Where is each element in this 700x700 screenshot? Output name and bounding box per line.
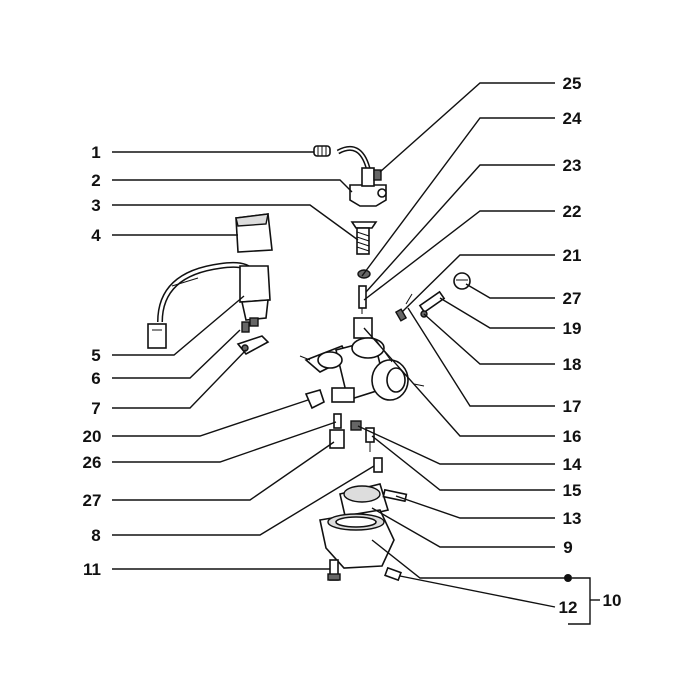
- callout-11: 11: [83, 560, 101, 579]
- part-25-screw: [373, 169, 382, 181]
- callout-15: 15: [563, 481, 582, 500]
- part-20-lever: [304, 389, 325, 410]
- callout-7: 7: [91, 399, 100, 418]
- part-3-spring: [350, 221, 378, 255]
- callout-21: 21: [563, 246, 582, 265]
- callout-12: 12: [559, 598, 578, 617]
- part-11-drain-screw: [327, 559, 341, 581]
- part-27-jet-holder: [329, 429, 345, 449]
- callout-19: 19: [563, 319, 582, 338]
- part-18-19-idle-screw: [418, 290, 446, 318]
- callout-8: 8: [91, 526, 100, 545]
- callout-9: 9: [563, 538, 572, 557]
- callout-2: 2: [91, 171, 100, 190]
- part-15-screw: [365, 427, 375, 452]
- carburetor-body: [299, 317, 425, 403]
- part-10-float-bowl: [319, 509, 395, 569]
- part-8-valve: [373, 457, 383, 473]
- part-12-screw: [384, 566, 402, 582]
- callout-17: 17: [563, 397, 582, 416]
- part-26-jet: [333, 413, 342, 429]
- leader-lines: [112, 82, 600, 625]
- callout-18: 18: [563, 355, 582, 374]
- part-17-jet: [405, 293, 413, 305]
- callout-16: 16: [563, 427, 582, 446]
- part-22-needle: [358, 285, 367, 314]
- callout-labels: 1 2 3 4 5 6 7 20 26 27 8 11 25 24 23 22 …: [83, 74, 622, 617]
- part-2-top-cap: [349, 167, 387, 207]
- callout-4: 4: [91, 226, 101, 245]
- part-27-knob: [453, 272, 471, 290]
- group-dot: [564, 574, 572, 582]
- part-7-bracket: [236, 335, 270, 356]
- callout-26: 26: [83, 453, 102, 472]
- callout-25: 25: [563, 74, 582, 93]
- callout-10: 10: [603, 591, 622, 610]
- callout-6: 6: [91, 369, 100, 388]
- callout-27-lower: 27: [83, 491, 102, 510]
- part-1-spring: [313, 145, 331, 157]
- callout-22: 22: [563, 202, 582, 221]
- part-4-rubber-cap: [235, 213, 273, 253]
- callout-1: 1: [91, 143, 100, 162]
- callout-23: 23: [563, 156, 582, 175]
- callout-27-upper: 27: [563, 289, 582, 308]
- callout-13: 13: [563, 509, 582, 528]
- callout-3: 3: [91, 196, 100, 215]
- part-13-pin: [382, 488, 408, 503]
- part-6-screw: [241, 321, 250, 333]
- callout-5: 5: [91, 346, 100, 365]
- part-14-nut: [350, 420, 362, 431]
- callout-20: 20: [83, 427, 102, 446]
- part-5-choke: [147, 261, 271, 349]
- part-21-screw: [394, 308, 408, 322]
- callout-24: 24: [563, 109, 582, 128]
- callout-14: 14: [563, 455, 582, 474]
